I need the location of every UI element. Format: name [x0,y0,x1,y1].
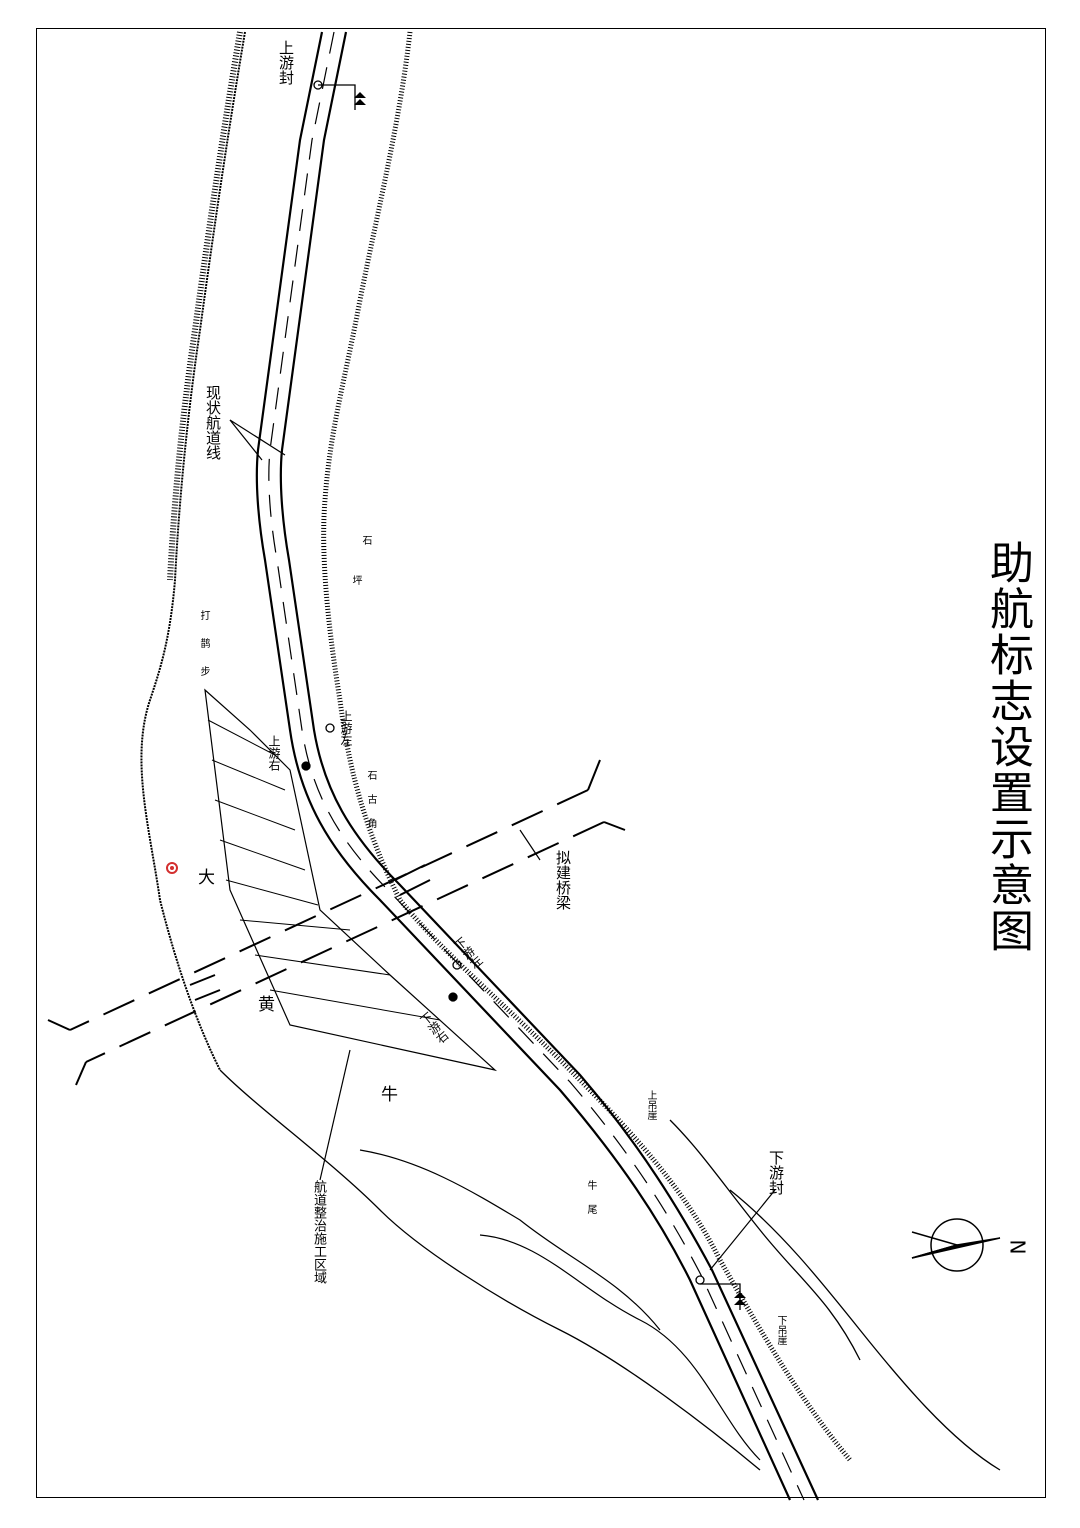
seal-sign-icon [354,92,746,1305]
map-frame [36,28,1046,1498]
channel-line-right [279,31,819,1501]
left-lower-bank-2 [359,1149,661,1331]
channel-line-left [255,31,792,1501]
label-upstream-right: 上游右 [267,735,281,771]
left-bank [140,31,246,1071]
right-bank [321,31,852,1462]
place-dhn-2: 黄 [254,995,274,1012]
proposed-bridge [69,789,605,1063]
place-upper-cliff: 上吊崖 [645,1090,656,1120]
label-upstream-left: 上游左 [339,710,353,746]
location-pin-icon [166,862,178,874]
label-bridge: 拟建桥梁 [554,850,572,910]
buoy-markers [301,80,741,1310]
work-area-hatch [207,719,441,1021]
north-arrow-icon [911,1218,1001,1272]
place-shiping: 石坪 [350,535,371,585]
work-area-outline [204,688,498,1072]
place-dqb: 打鹊步 [198,610,209,676]
place-dhn-3: 牛 [377,1085,397,1102]
left-bank-hatch [167,31,243,581]
left-lower-bank-3 [479,1234,761,1461]
compass-north-label: N [1005,1239,1030,1255]
right-outer-shore [729,1189,1001,1471]
label-downstream-seal: 下游封 [767,1150,785,1195]
label-upstream-seal: 上游封 [277,40,295,85]
place-dhn-1: 大 [194,868,214,885]
place-shiguojiao: 石古角 [365,770,376,828]
right-outer-shore-2 [669,1119,861,1361]
bridge-ends [47,759,626,1086]
label-existing-channel: 现状航道线 [204,385,222,460]
left-lower-bank [219,1069,761,1471]
leader-lines [229,419,776,1271]
place-niuwei: 牛尾 [585,1180,596,1214]
map-title: 助航标志设置示意图 [982,540,1033,954]
place-lower-cliff: 下吊崖 [775,1315,786,1345]
channel-centerline [268,31,805,1501]
label-work-area: 航道整治施工区域 [311,1180,326,1284]
